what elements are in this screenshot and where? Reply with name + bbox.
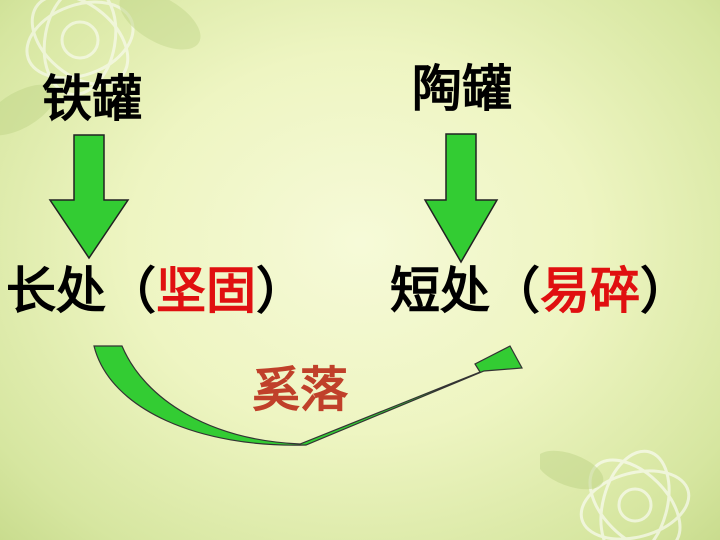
left-paren-close: ） [256,262,306,320]
flower-decoration-bottom-right [540,449,691,540]
left-strength-line: 长处（坚固） [6,266,306,316]
right-weakness-line: 短处（易碎） [390,266,690,316]
flower-decoration-top-left [0,0,201,136]
right-paren-open: （ [490,262,540,320]
strength-value: 坚固 [156,262,256,320]
strength-label: 长处 [6,262,106,320]
left-down-arrow [48,134,130,260]
mock-label: 奚落 [252,362,349,418]
weakness-value: 易碎 [540,262,640,320]
curved-swoosh-arrow [93,345,523,446]
right-down-arrow [423,133,499,264]
left-paren-open: （ [106,262,156,320]
clay-pot-label: 陶罐 [412,60,512,118]
iron-pot-label: 铁罐 [42,70,142,128]
weakness-label: 短处 [390,262,490,320]
right-paren-close: ） [640,262,690,320]
